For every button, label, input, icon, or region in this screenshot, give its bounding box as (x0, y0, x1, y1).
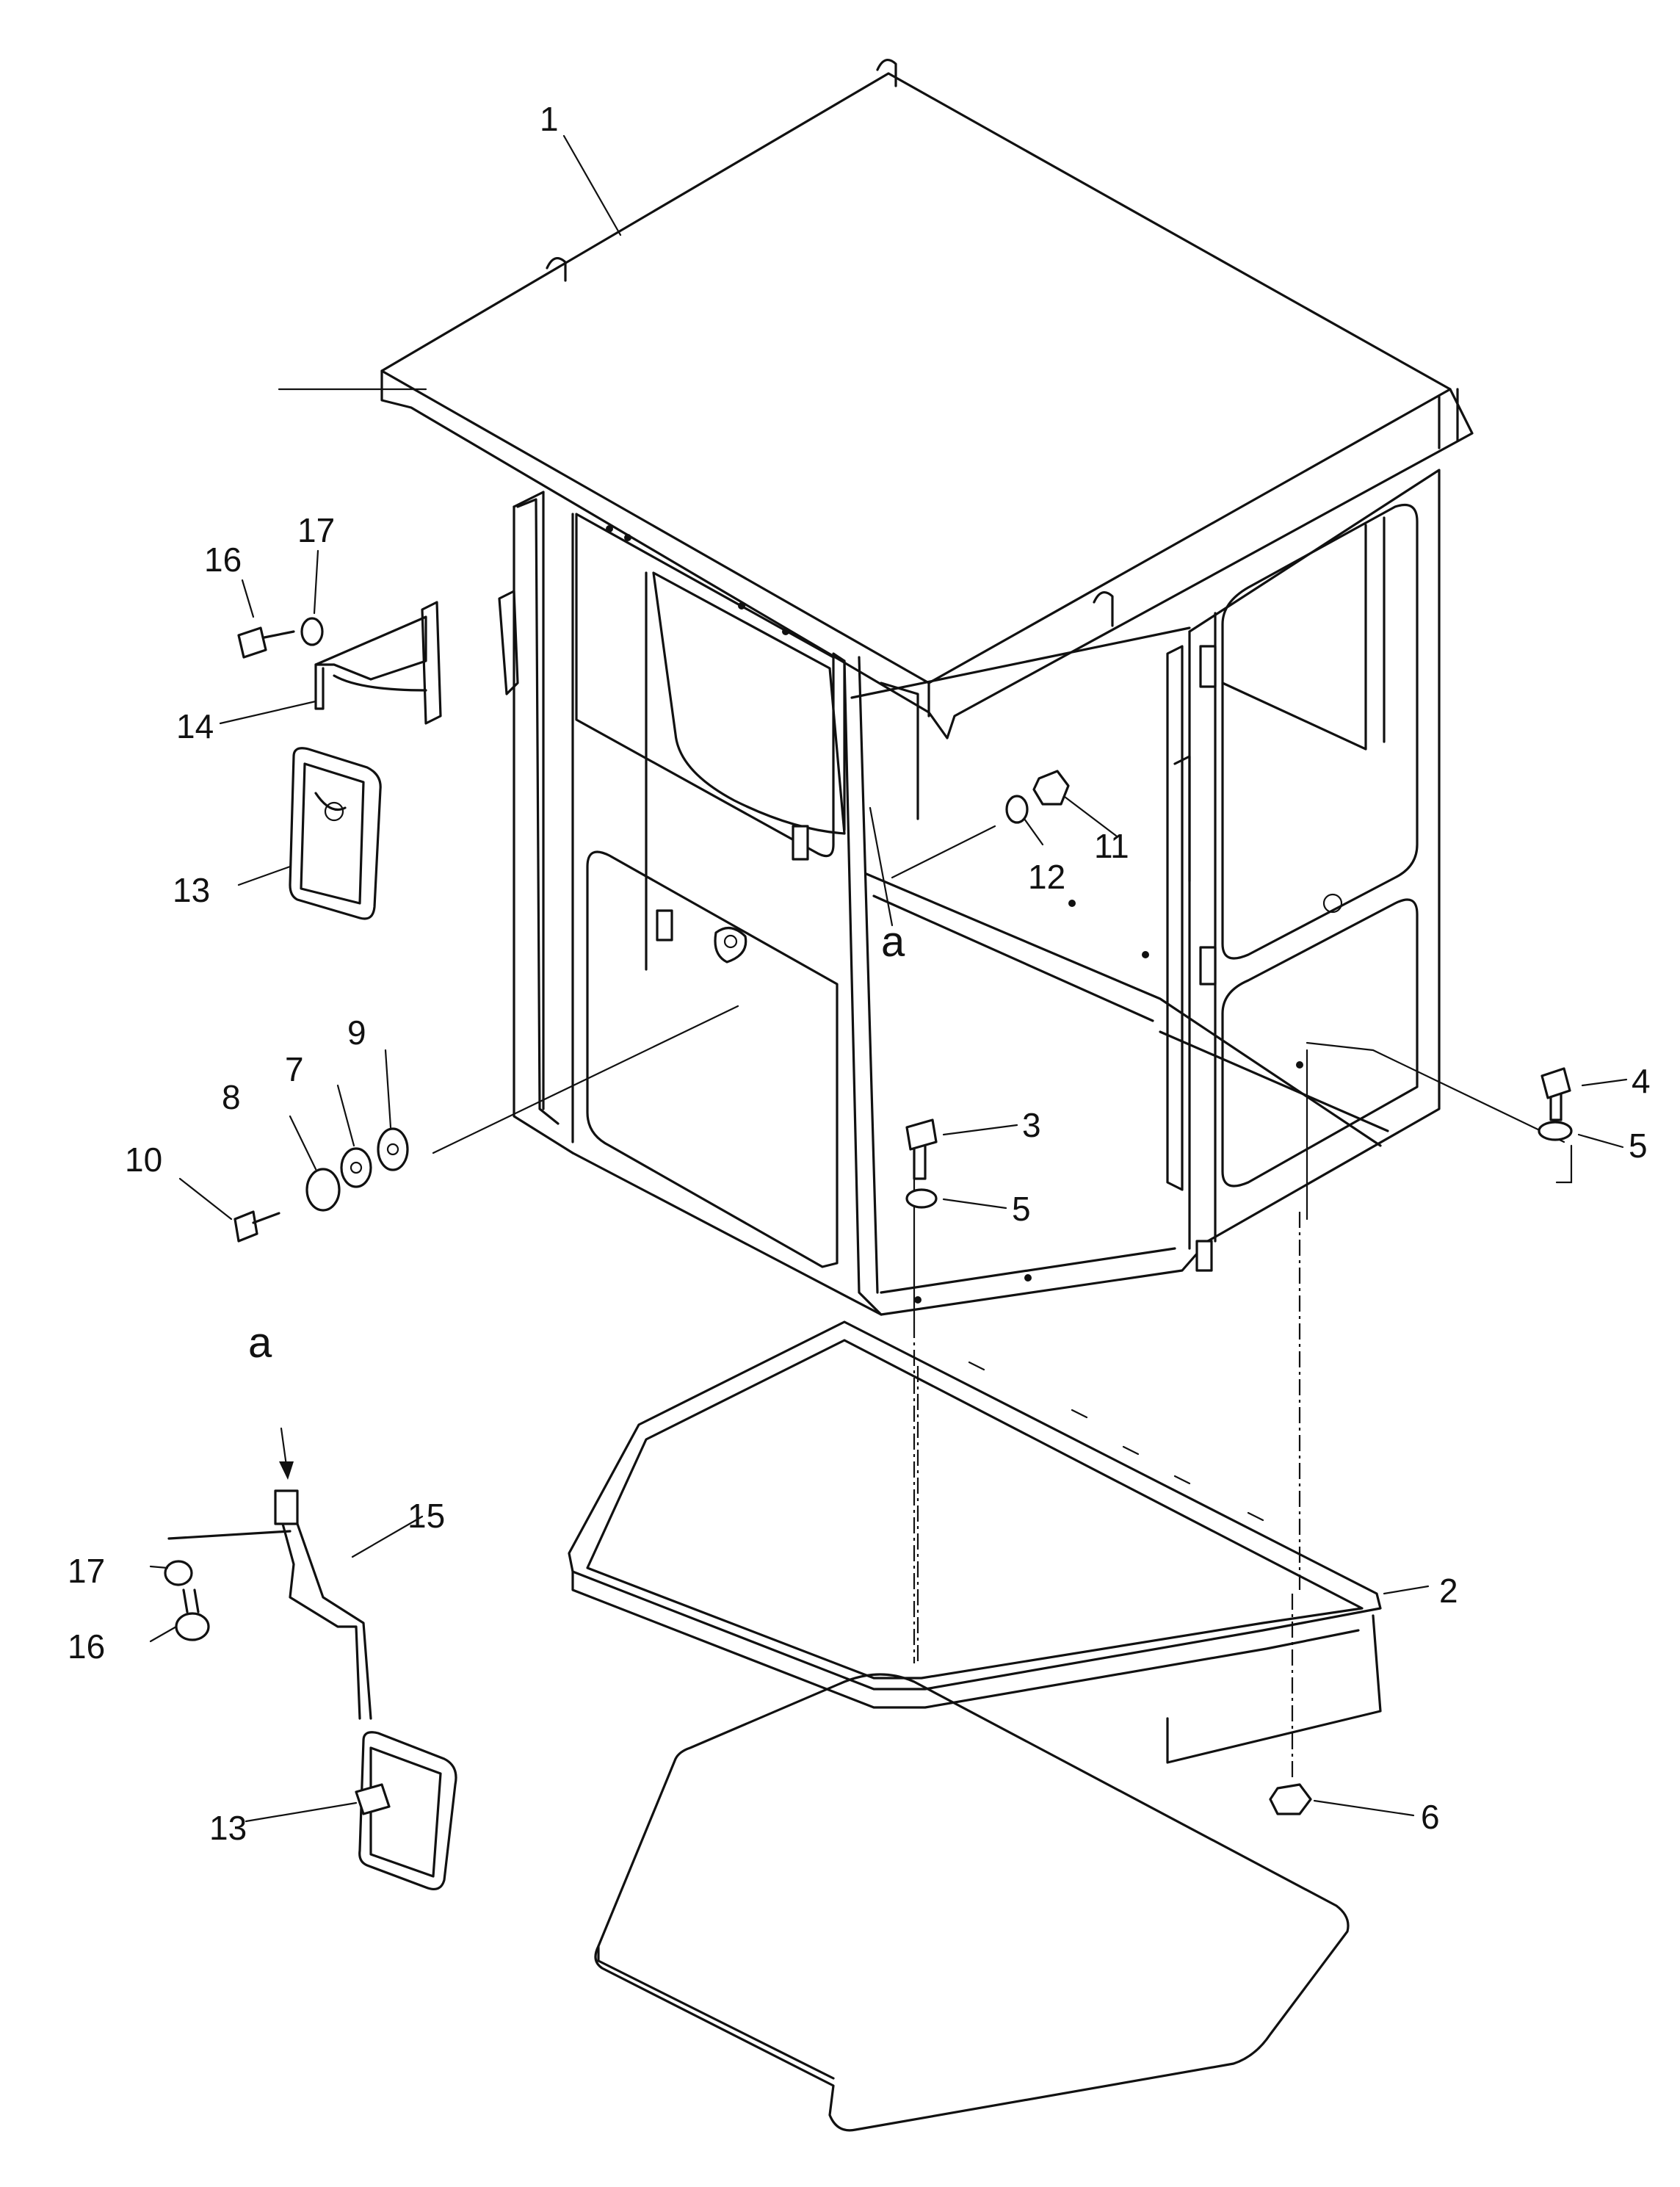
label-part-4: 4 (1632, 1062, 1651, 1100)
label-part-7: 7 (285, 1050, 304, 1088)
label-part-14: 14 (176, 707, 214, 745)
label-part-1: 1 (540, 100, 559, 138)
label-part-17-lower: 17 (68, 1552, 105, 1590)
label-part-8: 8 (222, 1078, 241, 1116)
hardware (164, 617, 1573, 1815)
label-view-a-cab: a (881, 918, 905, 966)
label-part-5-center: 5 (1012, 1190, 1031, 1228)
label-part-3: 3 (1022, 1106, 1041, 1144)
label-part-12: 12 (1028, 858, 1065, 896)
label-part-2: 2 (1439, 1572, 1458, 1610)
mirror-stay-lower (167, 1489, 372, 1720)
leader-lines (149, 134, 1628, 1823)
label-part-13-lower: 13 (209, 1809, 247, 1847)
label-part-16-upper: 16 (204, 541, 242, 579)
label-part-17-upper: 17 (297, 511, 335, 549)
label-view-a-detail: a (248, 1319, 272, 1367)
label-part-9: 9 (347, 1013, 366, 1052)
floor-seal (568, 1320, 1382, 1764)
floor-mat (594, 1673, 1350, 2132)
cab-frame (513, 469, 1441, 1316)
label-part-10: 10 (125, 1141, 162, 1179)
mirror-lower (355, 1731, 457, 1890)
center-lines (278, 388, 1573, 1777)
part-labels: 1 2 3 4 5 5 6 7 8 9 10 11 12 13 13 14 15… (68, 100, 1651, 1847)
label-part-16-lower: 16 (68, 1627, 105, 1666)
roof-panel (380, 58, 1474, 740)
mirror-bracket-upper (314, 590, 519, 725)
label-part-13-upper: 13 (173, 871, 210, 909)
label-part-15: 15 (408, 1497, 445, 1535)
label-part-6: 6 (1421, 1798, 1440, 1836)
label-part-11: 11 (1094, 827, 1129, 865)
label-part-5-right: 5 (1629, 1127, 1648, 1165)
mirror-upper (289, 747, 382, 920)
